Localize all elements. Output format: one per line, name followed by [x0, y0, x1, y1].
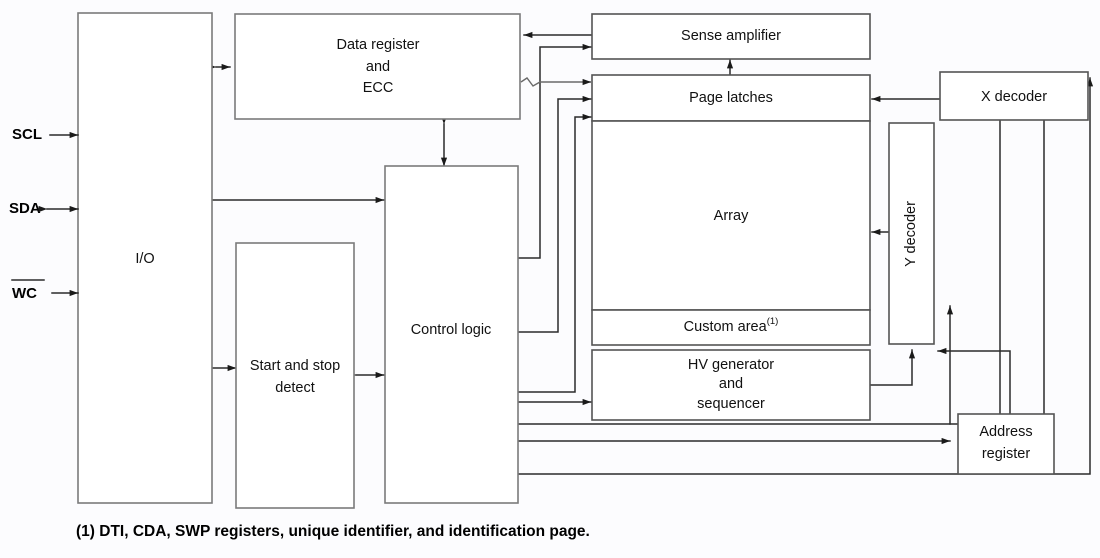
wire-data-register-to-page-latches	[520, 77, 592, 87]
pin-wc-label: WC	[12, 285, 37, 302]
block-data-register-label-2: and	[366, 59, 390, 75]
pin-sda-label: SDA	[9, 200, 41, 217]
block-data-register-label-1: Data register	[336, 37, 419, 53]
block-custom-area-label: Custom area(1)	[684, 316, 779, 335]
block-custom-area-superscript: (1)	[767, 316, 779, 327]
block-page-latches-label: Page latches	[689, 90, 773, 106]
block-address-register[interactable]: Address register	[957, 413, 1055, 475]
block-page-latches-rect[interactable]	[591, 74, 871, 122]
block-sense-amplifier[interactable]: Sense amplifier	[591, 13, 871, 60]
block-data-register-rect[interactable]	[234, 13, 521, 120]
block-array[interactable]: Array	[591, 120, 871, 311]
block-hv-generator-rect[interactable]	[591, 349, 871, 421]
block-control-logic-label: Control logic	[411, 322, 492, 338]
block-address-register-label-1: Address	[979, 424, 1032, 440]
pin-wc: WC	[11, 279, 79, 302]
block-io-rect[interactable]	[77, 12, 213, 504]
pin-sda: SDA	[9, 200, 79, 217]
block-array-label: Array	[714, 208, 749, 224]
footnote-text: (1) DTI, CDA, SWP registers, unique iden…	[76, 523, 590, 540]
block-hv-generator-label-2: and	[719, 376, 743, 392]
block-control-logic-rect[interactable]	[384, 165, 519, 504]
block-hv-generator-label-3: sequencer	[697, 396, 765, 412]
block-y-decoder-rect[interactable]	[888, 122, 935, 345]
block-start-stop-detect-label-2: detect	[275, 380, 315, 396]
block-hv-generator[interactable]: HV generator and sequencer	[591, 349, 871, 421]
wire-control-to-xdecoder-far	[517, 77, 1094, 475]
block-y-decoder-label: Y decoder	[903, 201, 919, 267]
block-custom-area[interactable]: Custom area(1)	[591, 309, 871, 346]
wire-hv-generator-to-ydecoder	[869, 349, 916, 386]
block-control-logic[interactable]: Control logic	[384, 165, 519, 504]
block-x-decoder[interactable]: X decoder	[939, 71, 1089, 121]
block-start-stop-detect-rect[interactable]	[235, 242, 355, 509]
wire-group-control-fanout	[517, 43, 592, 406]
wire-control-to-page-latches-2	[517, 113, 592, 393]
block-address-register-rect[interactable]	[957, 413, 1055, 475]
block-sense-amplifier-rect[interactable]	[591, 13, 871, 60]
block-x-decoder-label: X decoder	[981, 89, 1047, 105]
block-sense-amplifier-label: Sense amplifier	[681, 28, 781, 44]
block-custom-area-text: Custom area	[684, 319, 768, 335]
wire-address-to-ydecoder-bottom	[937, 347, 1011, 425]
wire-control-to-page-latches-1	[517, 95, 592, 333]
block-hv-generator-label-1: HV generator	[688, 357, 774, 373]
block-io-label: I/O	[135, 251, 154, 267]
block-array-rect[interactable]	[591, 120, 871, 311]
block-x-decoder-rect[interactable]	[939, 71, 1089, 121]
pin-scl: SCL	[12, 126, 79, 143]
block-io[interactable]: I/O	[77, 12, 213, 504]
wire-control-to-sense-amp	[517, 43, 592, 259]
block-address-register-label-2: register	[982, 446, 1031, 462]
block-data-register[interactable]: Data register and ECC	[234, 13, 521, 120]
block-data-register-label-3: ECC	[363, 80, 394, 96]
block-y-decoder[interactable]: Y decoder	[888, 122, 935, 345]
pin-scl-label: SCL	[12, 126, 42, 143]
block-custom-area-rect[interactable]	[591, 309, 871, 346]
block-start-stop-detect-label-1: Start and stop	[250, 358, 340, 374]
block-page-latches[interactable]: Page latches	[591, 74, 871, 122]
block-start-stop-detect[interactable]: Start and stop detect	[235, 242, 355, 509]
wire-group-data-register	[520, 31, 592, 87]
